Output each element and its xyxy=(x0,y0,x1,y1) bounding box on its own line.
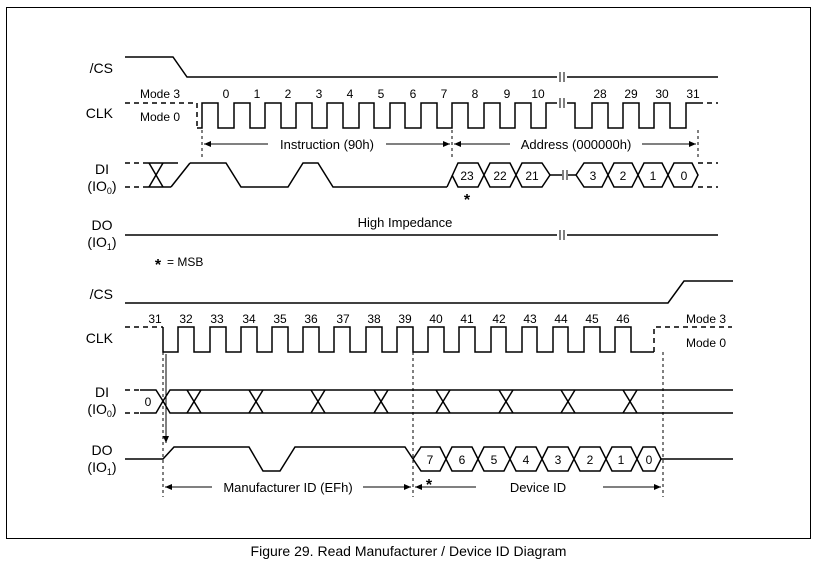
address-label: Address (000000h) xyxy=(521,137,632,152)
timing-diagram: /CS CLK Mode 3 Mode 0 DI (IO0) DO (IO1) … xyxy=(6,7,811,539)
clk-number: 42 xyxy=(492,312,506,326)
di-bit: 1 xyxy=(650,169,657,183)
clk-number: 7 xyxy=(441,87,448,101)
bottom-cs-label: /CS xyxy=(90,286,113,302)
bottom-di-waveform xyxy=(125,389,733,414)
di-bit: 0 xyxy=(681,169,688,183)
clk-number: 34 xyxy=(242,312,256,326)
top-clk-break-icon xyxy=(559,98,565,108)
top-di-break-icon xyxy=(562,170,568,180)
clk-number: 39 xyxy=(398,312,412,326)
clk-number: 38 xyxy=(367,312,381,326)
clk-number: 36 xyxy=(304,312,318,326)
di-bit: 2 xyxy=(620,169,627,183)
di-bit: 23 xyxy=(460,169,474,183)
di-bit: 21 xyxy=(525,169,539,183)
clk-number: 33 xyxy=(210,312,224,326)
clk-number: 46 xyxy=(616,312,630,326)
clk-number: 28 xyxy=(593,87,607,101)
clk-number: 30 xyxy=(655,87,669,101)
clk-number: 1 xyxy=(254,87,261,101)
do-bit: 5 xyxy=(491,453,498,467)
di-bit: 22 xyxy=(493,169,507,183)
bottom-guide-lines xyxy=(162,352,664,497)
top-clk-numbers: 0 1 2 3 4 5 6 7 8 9 10 28 29 30 31 xyxy=(223,87,700,101)
figure-caption: Figure 29. Read Manufacturer / Device ID… xyxy=(250,543,567,559)
do-bit: 7 xyxy=(427,453,434,467)
do-bit: 6 xyxy=(459,453,466,467)
do-bit: 2 xyxy=(587,453,594,467)
instruction-label: Instruction (90h) xyxy=(280,137,374,152)
top-mode3-label: Mode 3 xyxy=(140,87,180,101)
bottom-do-sub-label: (IO1) xyxy=(87,459,116,477)
clk-number: 29 xyxy=(624,87,638,101)
clk-number: 43 xyxy=(523,312,537,326)
bottom-section: /CS CLK Mode 3 Mode 0 DI (IO0) DO (IO1) … xyxy=(86,280,733,497)
bottom-di-first-bit: 0 xyxy=(145,395,152,409)
clk-number: 35 xyxy=(273,312,287,326)
clk-number: 0 xyxy=(223,87,230,101)
top-cs-label: /CS xyxy=(90,60,113,76)
bottom-clk-waveform xyxy=(125,326,732,353)
top-clk-label: CLK xyxy=(86,105,114,121)
clk-number: 44 xyxy=(554,312,568,326)
diagram-border xyxy=(6,7,811,539)
msb-legend-star-icon: * xyxy=(155,257,162,274)
clk-number: 45 xyxy=(585,312,599,326)
top-dimension-lines xyxy=(201,130,699,160)
clk-number: 10 xyxy=(531,87,545,101)
do-bit: 4 xyxy=(523,453,530,467)
high-impedance-label: High Impedance xyxy=(358,215,453,230)
clk-number: 3 xyxy=(316,87,323,101)
clk-number: 2 xyxy=(285,87,292,101)
bottom-do-label: DO xyxy=(92,442,113,458)
bottom-clk-label: CLK xyxy=(86,330,114,346)
top-di-label: DI xyxy=(95,161,109,177)
bottom-msb-star-icon: * xyxy=(426,477,433,494)
di-bit: 3 xyxy=(590,169,597,183)
top-mode0-label: Mode 0 xyxy=(140,110,180,124)
top-cs-waveform xyxy=(125,56,557,78)
clk-number: 31 xyxy=(686,87,700,101)
bottom-clk-numbers: 31 32 33 34 35 36 37 38 39 40 41 42 43 4… xyxy=(148,312,630,326)
top-do-label: DO xyxy=(92,217,113,233)
clk-number: 5 xyxy=(378,87,385,101)
bottom-cs-waveform xyxy=(125,280,733,304)
clk-number: 4 xyxy=(347,87,354,101)
bottom-di-label: DI xyxy=(95,384,109,400)
clk-number: 40 xyxy=(429,312,443,326)
do-bit: 1 xyxy=(618,453,625,467)
bottom-mode3-label: Mode 3 xyxy=(686,312,726,326)
clk-number: 8 xyxy=(472,87,479,101)
top-di-sub-label: (IO0) xyxy=(87,178,116,196)
do-bit: 0 xyxy=(646,453,653,467)
top-clk-waveform xyxy=(125,102,718,129)
manufacturer-id-label: Manufacturer ID (EFh) xyxy=(223,480,352,495)
clk-number: 9 xyxy=(504,87,511,101)
clk-number: 41 xyxy=(460,312,474,326)
clk-number: 37 xyxy=(336,312,350,326)
bottom-mode0-label: Mode 0 xyxy=(686,336,726,350)
bottom-di-sub-label: (IO0) xyxy=(87,401,116,419)
top-do-break-icon xyxy=(559,230,565,240)
top-di-bits: 23 22 21 3 2 1 0 xyxy=(460,169,687,183)
top-section: /CS CLK Mode 3 Mode 0 DI (IO0) DO (IO1) … xyxy=(86,56,718,274)
top-di-waveform xyxy=(125,162,718,188)
top-msb-star-icon: * xyxy=(464,192,471,209)
clk-number: 31 xyxy=(148,312,162,326)
do-bit: 3 xyxy=(555,453,562,467)
clk-number: 32 xyxy=(179,312,193,326)
device-id-label: Device ID xyxy=(510,480,566,495)
msb-legend-text: = MSB xyxy=(167,255,203,269)
top-cs-break-icon xyxy=(559,72,565,82)
bottom-do-waveform xyxy=(125,446,733,472)
top-do-sub-label: (IO1) xyxy=(87,234,116,252)
clk-number: 6 xyxy=(410,87,417,101)
bottom-do-bits: 7 6 5 4 3 2 1 0 xyxy=(427,453,653,467)
